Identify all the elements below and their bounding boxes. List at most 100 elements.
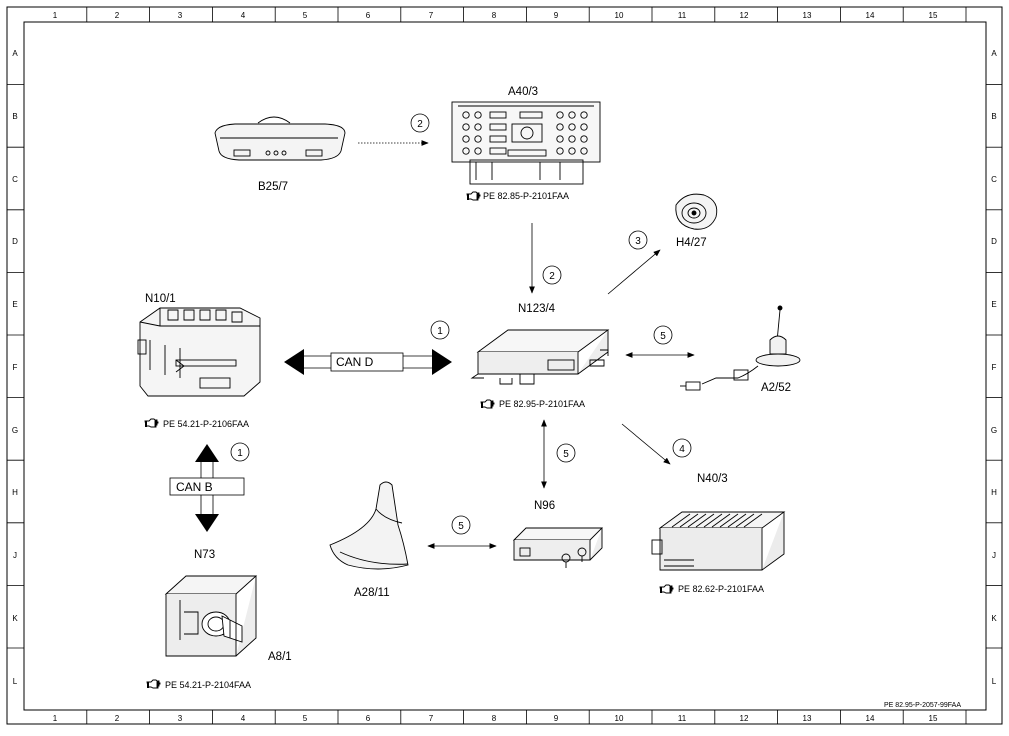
label-a8-1: A8/1 <box>268 651 292 663</box>
row-label: A <box>991 49 997 58</box>
connections <box>358 140 695 549</box>
can-d-label: CAN D <box>336 355 374 369</box>
column-label: 14 <box>866 714 875 723</box>
row-label: H <box>12 488 18 497</box>
connection-number-badge: 1 <box>430 320 450 340</box>
label-a40-3: A40/3 <box>508 86 538 98</box>
label-a28-11: A28/11 <box>354 587 390 599</box>
drawing-frame <box>6 6 1003 725</box>
svg-text:4: 4 <box>679 444 685 455</box>
label-n10-1: N10/1 <box>145 293 176 305</box>
column-labels-bottom: 1 2 3 4 5 6 7 8 9 10 11 12 13 14 15 <box>53 714 938 723</box>
column-label: 11 <box>678 11 687 20</box>
head-unit-a40-3 <box>451 101 601 185</box>
svg-text:5: 5 <box>458 521 464 532</box>
column-label: 10 <box>615 11 624 20</box>
column-label: 4 <box>241 11 246 20</box>
column-label: 1 <box>53 714 58 723</box>
sam-module-n10-1 <box>137 307 261 397</box>
rear-view-mirror-b25-7 <box>214 116 346 161</box>
column-label: 12 <box>740 714 749 723</box>
row-label: E <box>12 300 17 309</box>
can-d-bus: CAN D <box>284 349 452 375</box>
label-h4-27: H4/27 <box>676 237 707 249</box>
column-label: 15 <box>929 11 938 20</box>
reference-pointer-icon <box>146 679 161 689</box>
amplifier-n40-3 <box>651 511 786 571</box>
connection-number-badge: 2 <box>542 265 562 285</box>
svg-text:1: 1 <box>437 326 443 337</box>
column-labels-top: 1 2 3 4 5 6 7 8 9 10 11 12 13 14 15 <box>53 11 938 20</box>
column-label: 7 <box>429 11 434 20</box>
row-labels-right: A B C D E F G H J K L <box>991 49 997 686</box>
can-b-bus: CAN B <box>169 444 245 532</box>
label-n123-4: N123/4 <box>518 303 556 315</box>
label-n40-3: N40/3 <box>697 473 728 485</box>
label-n96: N96 <box>534 500 555 512</box>
column-label: 11 <box>678 714 687 723</box>
row-label: D <box>991 237 997 246</box>
connection-number-badge: 5 <box>653 325 673 345</box>
row-label: F <box>992 363 997 372</box>
column-label: 13 <box>803 714 812 723</box>
connection-number-badge: 1 <box>230 442 250 462</box>
reference-a40-3: PE 82.85-P-2101FAA <box>483 191 569 201</box>
module-n96 <box>512 527 604 568</box>
row-label: D <box>12 237 18 246</box>
row-label: B <box>991 112 996 121</box>
row-label: J <box>13 551 17 560</box>
column-label: 9 <box>554 714 559 723</box>
fin-antenna-a28-11 <box>329 481 409 570</box>
speaker-h4-27 <box>675 193 718 230</box>
connection-number-badge: 2 <box>410 113 430 133</box>
connection-numbers: 2 2 3 1 5 5 4 5 1 <box>230 113 692 535</box>
row-label: J <box>992 551 996 560</box>
reference-n73: PE 54.21-P-2104FAA <box>165 680 251 690</box>
row-label: F <box>13 363 18 372</box>
column-label: 5 <box>303 714 308 723</box>
row-label: H <box>991 488 997 497</box>
antenna-a2-52 <box>680 305 801 391</box>
column-label: 8 <box>492 714 497 723</box>
row-label: A <box>12 49 18 58</box>
column-label: 7 <box>429 714 434 723</box>
column-label: 14 <box>866 11 875 20</box>
column-label: 10 <box>615 714 624 723</box>
reference-n40-3: PE 82.62-P-2101FAA <box>678 584 764 594</box>
row-label: B <box>12 112 17 121</box>
svg-text:1: 1 <box>237 448 243 459</box>
row-label: K <box>991 614 997 623</box>
reference-pointer-icon <box>144 418 159 428</box>
column-label: 12 <box>740 11 749 20</box>
connection-number-badge: 4 <box>672 438 692 458</box>
column-label: 3 <box>178 11 183 20</box>
connection-number-badge: 3 <box>628 230 648 250</box>
row-labels-left: A B C D E F G H J K L <box>12 49 18 686</box>
reference-pointer-icon <box>659 584 674 594</box>
label-a2-52: A2/52 <box>761 382 791 394</box>
reference-pointer-icon <box>466 191 481 201</box>
label-b25-7: B25/7 <box>258 181 288 193</box>
row-label: G <box>12 426 18 435</box>
can-b-label: CAN B <box>176 480 213 494</box>
column-label: 8 <box>492 11 497 20</box>
row-label: G <box>991 426 997 435</box>
reference-n10-1: PE 54.21-P-2106FAA <box>163 419 249 429</box>
row-label: L <box>992 677 997 686</box>
column-label: 3 <box>178 714 183 723</box>
communication-module-n123-4 <box>470 329 610 385</box>
svg-text:2: 2 <box>549 271 555 282</box>
svg-text:2: 2 <box>417 119 423 130</box>
row-label: E <box>991 300 996 309</box>
connection-number-badge: 5 <box>451 515 471 535</box>
column-label: 13 <box>803 11 812 20</box>
connection-number-badge: 5 <box>556 443 576 463</box>
svg-text:5: 5 <box>660 331 666 342</box>
column-label: 6 <box>366 714 371 723</box>
connection-n123-n40 <box>621 423 671 465</box>
row-label: L <box>13 677 18 686</box>
column-label: 5 <box>303 11 308 20</box>
reference-pointer-icon <box>480 399 495 409</box>
column-label: 15 <box>929 714 938 723</box>
